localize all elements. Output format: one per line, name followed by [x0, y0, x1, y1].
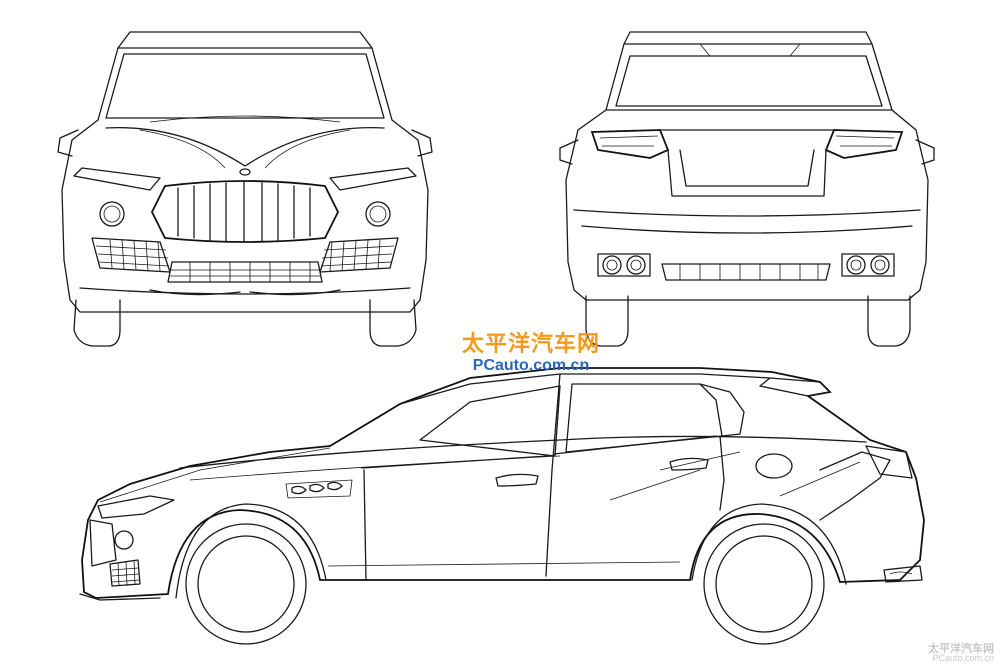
watermark-english-text: PCauto.com.cn [472, 357, 590, 374]
side-view [79, 367, 925, 645]
corner-watermark-chinese: 太平洋汽车网 [928, 642, 994, 655]
pcauto-watermark: 太平洋汽车网 PCauto.com.cn [462, 334, 600, 374]
watermark-chinese-text: 太平洋汽车网 [462, 332, 601, 357]
corner-watermark: 太平洋汽车网 PCauto.com.cn [928, 643, 994, 663]
front-view [57, 31, 433, 347]
corner-watermark-english: PCauto.com.cn [932, 653, 994, 663]
rear-view [559, 31, 935, 347]
